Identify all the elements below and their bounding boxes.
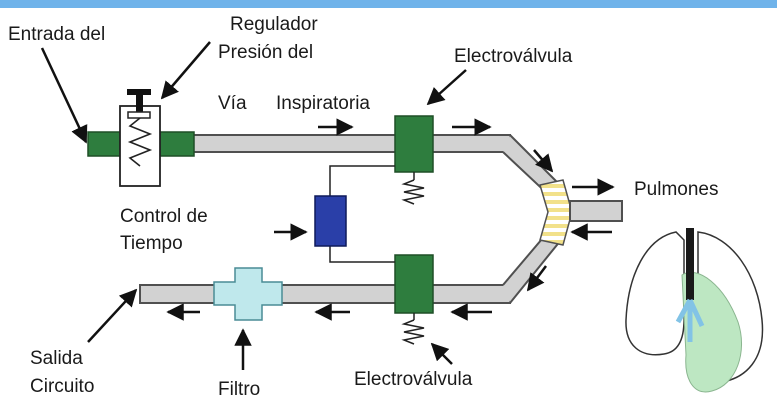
label-pointers bbox=[40, 41, 467, 370]
label-pulmones: Pulmones bbox=[634, 179, 719, 200]
inspiratory-tube bbox=[149, 134, 567, 201]
label-electrovalvula-bottom: Electroválvula bbox=[354, 369, 473, 390]
control-wiring bbox=[329, 165, 395, 263]
label-salida-2: Circuito bbox=[30, 376, 94, 397]
pointer-entrada bbox=[40, 47, 88, 144]
arrow-down-diagonal bbox=[533, 149, 554, 173]
label-filtro: Filtro bbox=[218, 379, 260, 400]
pointer-salida bbox=[87, 288, 138, 343]
label-salida-1: Salida bbox=[30, 348, 83, 369]
pressure-regulator bbox=[119, 89, 161, 187]
y-connector bbox=[539, 179, 573, 246]
label-regulador-2: Presión del bbox=[218, 42, 313, 63]
flow-arrows bbox=[166, 118, 615, 321]
timing-controller bbox=[314, 195, 347, 247]
filter bbox=[213, 267, 283, 321]
label-regulador-1: Regulador bbox=[230, 14, 318, 35]
top-bar bbox=[0, 0, 777, 8]
electrovalve-top bbox=[394, 115, 434, 205]
label-control-1: Control de bbox=[120, 206, 208, 227]
expiratory-tube bbox=[139, 224, 567, 304]
regulator-outlet bbox=[159, 131, 195, 157]
label-electrovalvula-top: Electroválvula bbox=[454, 46, 573, 67]
arrow-up-diagonal bbox=[526, 265, 547, 292]
pointer-electrovalvula-bottom bbox=[430, 342, 453, 365]
label-control-2: Tiempo bbox=[120, 233, 183, 254]
pointer-regulador bbox=[160, 41, 211, 100]
label-entrada: Entrada del bbox=[8, 24, 105, 45]
patient-tube bbox=[569, 200, 623, 222]
label-inspiratoria: Inspiratoria bbox=[276, 93, 370, 114]
lungs-illustration bbox=[625, 228, 764, 393]
electrovalve-bottom bbox=[394, 254, 434, 345]
label-via: Vía bbox=[218, 93, 247, 114]
inlet-connector bbox=[87, 131, 123, 157]
pointer-electrovalvula-top bbox=[426, 69, 467, 106]
